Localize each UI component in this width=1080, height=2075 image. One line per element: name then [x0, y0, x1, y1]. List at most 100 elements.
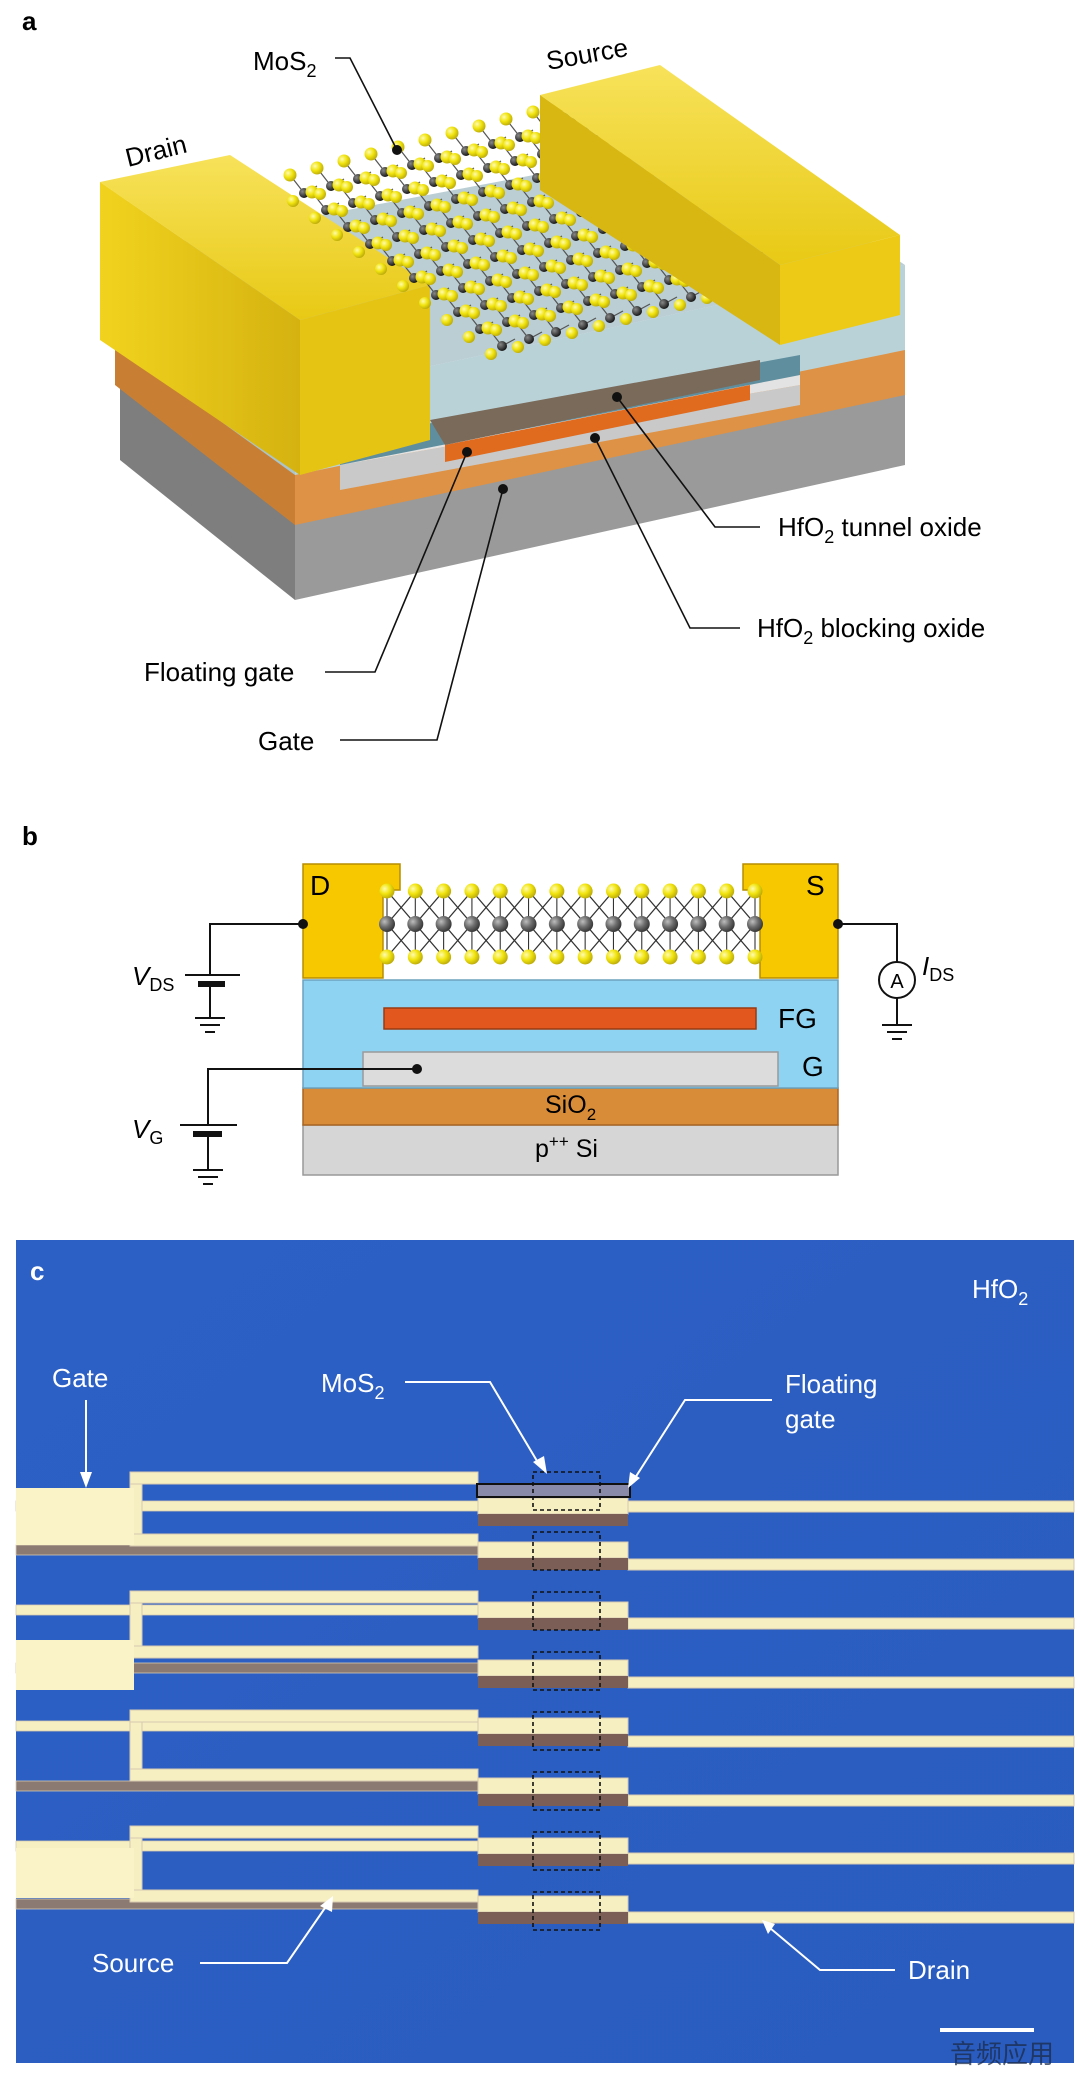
s-atom	[464, 949, 480, 965]
channel-contact	[477, 1541, 629, 1559]
s-atom	[603, 272, 615, 284]
s-atom	[439, 201, 451, 213]
s-atom	[337, 154, 351, 168]
s-atom	[466, 194, 478, 206]
gate-finger	[129, 1590, 479, 1604]
s-atom	[436, 883, 452, 899]
channel-contact	[477, 1497, 629, 1515]
floating-gate-3d	[445, 385, 750, 462]
s-atom	[488, 211, 500, 223]
source-electrode-3d	[540, 65, 900, 345]
floating-gate-block	[383, 1007, 757, 1030]
mo-atom	[551, 327, 561, 337]
s-atom	[577, 883, 593, 899]
mo-atom	[605, 916, 622, 932]
s-atom	[537, 221, 549, 233]
s-atom	[662, 949, 678, 965]
s-atom	[461, 218, 473, 230]
label-tunnel-oxide: HfO2 tunnel oxide	[778, 512, 982, 547]
s-atom	[719, 883, 735, 899]
label-floating-gate-c2: gate	[785, 1404, 836, 1434]
label-drain-c: Drain	[908, 1955, 970, 1985]
watermark: 音频应用	[950, 2039, 1054, 2069]
drain-trace	[627, 1852, 1075, 1865]
s-atom	[456, 242, 468, 254]
mos2-channel-box	[532, 1891, 601, 1931]
mos2-channel-box	[532, 1831, 601, 1871]
s-atom	[407, 883, 423, 899]
channel-region	[478, 1618, 628, 1630]
label-fg: FG	[778, 1003, 817, 1034]
s-atom	[397, 280, 409, 292]
gate-finger	[129, 1768, 479, 1782]
mo-atom	[578, 320, 588, 330]
mo-atom	[463, 916, 480, 932]
s-atom	[505, 252, 517, 264]
drain-trace	[627, 1794, 1075, 1807]
leader-gate	[340, 488, 504, 741]
leader-mos2	[335, 57, 398, 151]
panel-b-cross-section: b D S FG G SiO2 p++ Si	[22, 821, 954, 1185]
label-source-c: Source	[92, 1948, 174, 1978]
mo-atom	[492, 916, 509, 932]
mo-atom	[747, 916, 763, 932]
vds-wire	[209, 923, 303, 975]
label-substrate: p++ Si	[535, 1132, 598, 1163]
leader-floating-gate	[325, 451, 468, 673]
s-atom	[336, 205, 348, 217]
panel-a-leader-dots	[392, 145, 622, 494]
drain-trace	[627, 1911, 1075, 1924]
s-atom	[390, 191, 402, 203]
mo-atom	[662, 916, 679, 932]
channel-region	[478, 1676, 628, 1688]
s-atom	[522, 293, 534, 305]
si-substrate-side-front	[120, 380, 295, 600]
drain-trace	[627, 1558, 1075, 1571]
s-atom	[559, 238, 571, 250]
mo-atom	[379, 916, 395, 932]
s-atom	[542, 197, 554, 209]
channel-region	[478, 1912, 628, 1924]
mo-atom	[407, 916, 424, 932]
panel-c-arrowheads	[80, 1456, 775, 1934]
label-ids: IDS	[922, 951, 954, 985]
channel-contact	[477, 1601, 629, 1619]
s-atom	[283, 168, 297, 182]
s-atom	[310, 161, 324, 175]
s-atom	[309, 212, 321, 224]
s-atom	[379, 883, 395, 899]
s-atom	[472, 119, 486, 133]
s-atom	[492, 883, 508, 899]
gate-pad	[16, 1848, 134, 1898]
s-atom	[577, 949, 593, 965]
s-atom	[473, 283, 485, 295]
mo-atom	[659, 299, 669, 309]
drain-trace	[627, 1617, 1075, 1630]
s-atom	[605, 883, 621, 899]
label-vg: VG	[132, 1114, 163, 1148]
s-atom	[434, 225, 446, 237]
s-atom	[630, 265, 642, 277]
s-atom	[634, 949, 650, 965]
mos2-channel-box	[532, 1711, 601, 1751]
s-atom	[422, 160, 434, 172]
gate-finger	[129, 1825, 479, 1839]
mo-atom	[548, 916, 565, 932]
mo-atom	[605, 313, 615, 323]
source-trace	[15, 1780, 479, 1792]
label-vds: VDS	[132, 961, 174, 995]
label-floating-gate-c1: Floating	[785, 1369, 878, 1399]
vg-wire	[207, 1068, 417, 1125]
gate-pad	[16, 1488, 134, 1545]
s-atom	[652, 282, 664, 294]
s-atom	[564, 214, 576, 226]
s-atom	[287, 195, 299, 207]
channel-region	[478, 1558, 628, 1570]
gate-finger	[129, 1533, 479, 1547]
s-atom	[719, 949, 735, 965]
s-atom	[407, 232, 419, 244]
panel-a-3d-device: a	[22, 6, 985, 756]
label-hfo2-c: HfO2	[972, 1274, 1028, 1309]
s-atom	[407, 949, 423, 965]
mo-atom	[435, 916, 452, 932]
